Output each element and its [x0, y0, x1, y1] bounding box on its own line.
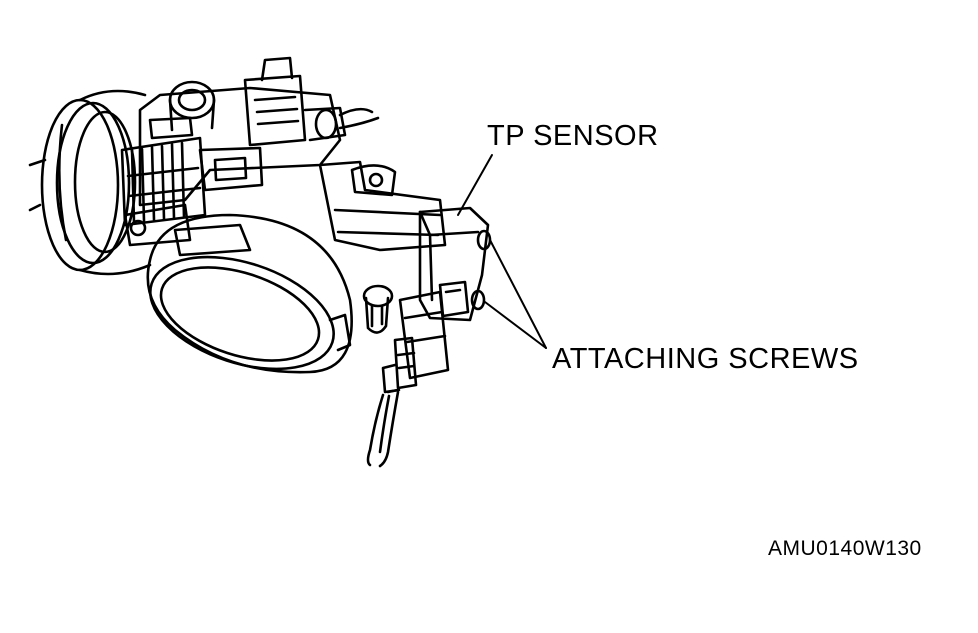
attaching-screws-label: ATTACHING SCREWS: [552, 343, 859, 375]
upper-attaching-screw: [478, 231, 490, 249]
figure-code: AMU0140W130: [768, 537, 922, 560]
upper-screw-leader: [490, 240, 546, 348]
leader-lines: [458, 155, 546, 348]
throttle-bore: [136, 215, 351, 390]
lower-attaching-screw: [472, 291, 484, 309]
throttle-pulley: [30, 91, 150, 274]
idle-plug: [364, 286, 392, 333]
tp-sensor-connector: [368, 292, 448, 466]
throttle-body-housing: [125, 88, 340, 255]
throttle-shaft-housing: [320, 162, 445, 250]
top-connector: [245, 58, 378, 145]
tp-sensor-label: TP SENSOR: [487, 120, 659, 152]
vacuum-fitting: [170, 82, 214, 130]
tp-sensor-leader: [458, 155, 492, 215]
lower-screw-leader: [485, 302, 546, 348]
tp-sensor: [420, 208, 490, 320]
